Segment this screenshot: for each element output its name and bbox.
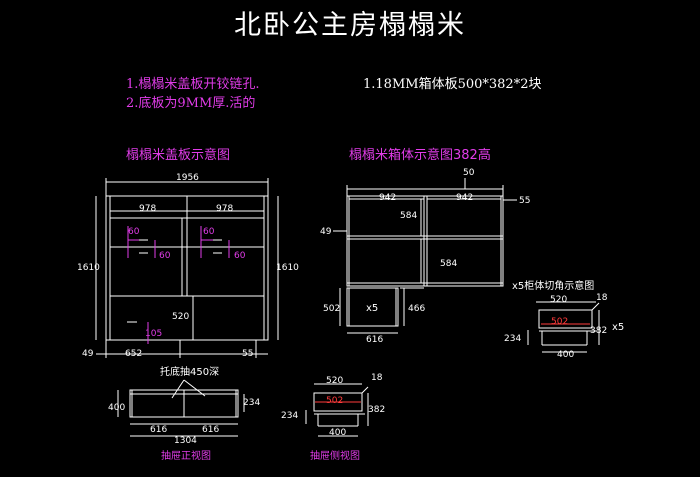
box-width-right: 942	[456, 193, 473, 203]
box-small-label: x5	[366, 303, 378, 314]
lid-drawing	[95, 178, 279, 358]
lid-hole: 105	[145, 329, 162, 339]
lid-panel-right: 978	[216, 204, 233, 214]
lid-hinge-c: 60	[203, 227, 215, 237]
lid-drawer-height: 520	[172, 312, 189, 322]
box-width-left: 942	[379, 193, 396, 203]
corner-bottom: 400	[557, 350, 574, 360]
drawer-front-total: 1304	[174, 436, 197, 446]
corner-count: x5	[612, 322, 624, 333]
drawer-front-label: 托底抽450深	[160, 365, 219, 378]
box-small-height-right: 466	[408, 304, 425, 314]
drawer-side-drawing	[305, 383, 369, 437]
lid-hinge-holes	[127, 239, 222, 323]
drawer-front-height: 400	[108, 403, 125, 413]
drawer-front-caption: 抽屉正视图	[161, 449, 211, 462]
lid-height-right: 1610	[276, 263, 299, 273]
lid-left-gap: 49	[82, 349, 94, 359]
box-top-offset: 50	[463, 168, 475, 178]
lid-hinge-d: 60	[234, 251, 246, 261]
lid-drawer-width: 652	[125, 349, 142, 359]
corner-corner: 18	[596, 293, 608, 303]
side-top: 520	[326, 376, 343, 386]
side-red: 502	[326, 396, 343, 406]
lid-hinge-a: 60	[128, 227, 140, 237]
page-title: 北卧公主房榻榻米	[234, 10, 466, 41]
box-right-edge: 55	[519, 196, 530, 206]
drawer-front-left: 616	[150, 425, 167, 435]
note-left-1: 1.榻榻米盖板开铰链孔.	[126, 77, 260, 92]
section-box-title: 榻榻米箱体示意图382高	[349, 148, 491, 163]
box-left-edge: 49	[320, 227, 332, 237]
lid-hinge-b: 60	[159, 251, 171, 261]
corner-red: 502	[551, 317, 568, 327]
corner-left: 234	[504, 334, 521, 344]
box-drawing	[333, 178, 517, 334]
side-right: 382	[368, 405, 385, 415]
corner-top: 520	[550, 295, 567, 305]
corner-title: x5柜体切角示意图	[512, 279, 594, 292]
side-left: 234	[281, 411, 298, 421]
lid-hinge-marks	[127, 226, 230, 344]
drawer-side-caption: 抽屉侧视图	[310, 449, 360, 462]
corner-right: 382	[590, 326, 607, 336]
lid-total-width: 1956	[176, 173, 199, 183]
lid-right-gap: 55	[242, 349, 253, 359]
box-height-mid: 584	[440, 259, 457, 269]
section-lid-title: 榻榻米盖板示意图	[126, 148, 231, 163]
note-right: 1.18MM箱体板500*382*2块	[363, 77, 542, 92]
side-corner: 18	[371, 373, 383, 383]
drawer-front-drawing	[117, 379, 245, 437]
drawer-front-right: 616	[202, 425, 219, 435]
box-height-top: 584	[400, 211, 417, 221]
note-left-2: 2.底板为9MM厚.活的	[126, 96, 256, 111]
lid-panel-left: 978	[139, 204, 156, 214]
corner-drawing	[527, 301, 600, 353]
lid-height-left: 1610	[77, 263, 100, 273]
box-small-width: 616	[366, 335, 383, 345]
side-bottom: 400	[329, 428, 346, 438]
box-small-height-left: 502	[323, 304, 340, 314]
drawer-front-side: 234	[243, 398, 260, 408]
